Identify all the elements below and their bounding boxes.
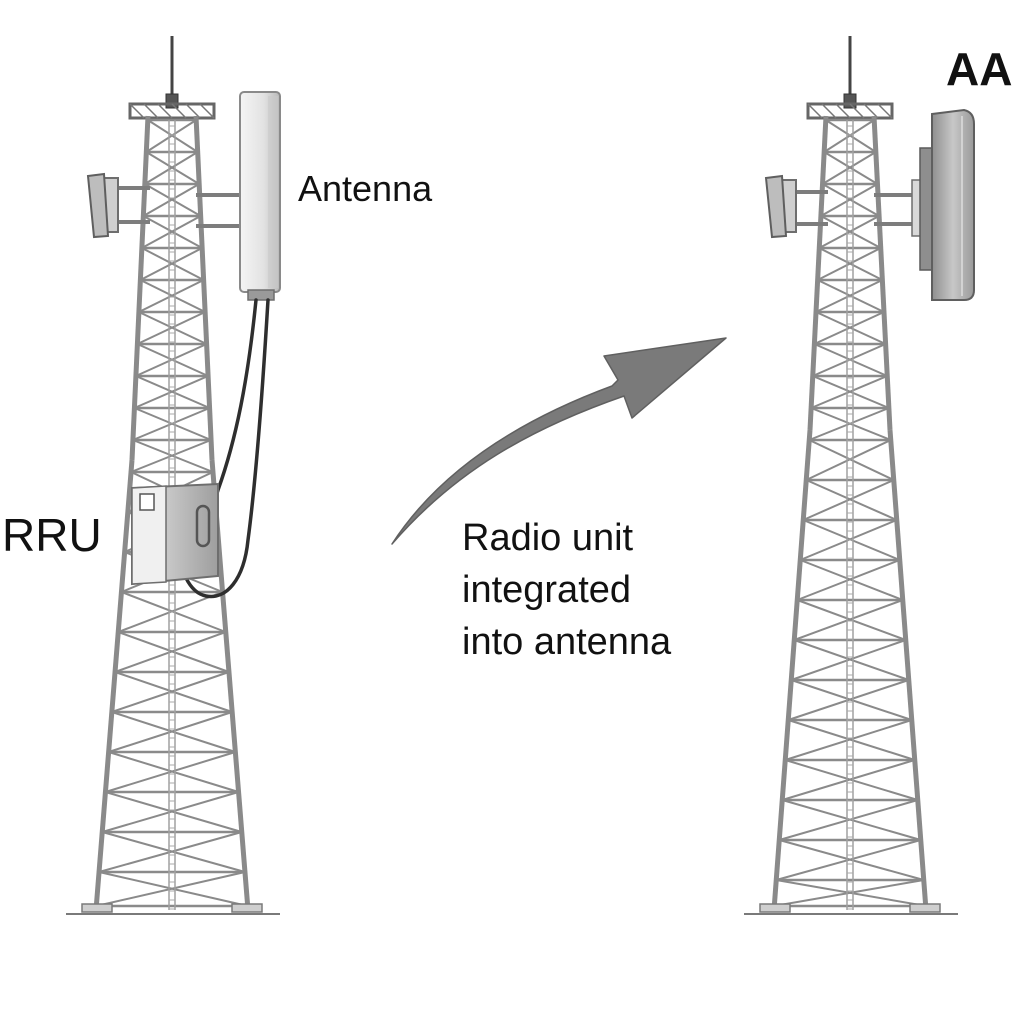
tower-leg	[93, 459, 135, 911]
tower-brace	[817, 247, 882, 281]
tower-brace	[96, 871, 246, 907]
caption-line-2: integrated	[462, 569, 632, 611]
antenna-label: Antenna	[298, 168, 433, 209]
tower-brace	[813, 311, 885, 345]
tower-brace	[98, 831, 243, 873]
platform-brace	[143, 103, 159, 119]
tower-brace	[818, 215, 880, 249]
platform-brace	[185, 103, 201, 119]
tower-brace	[775, 839, 922, 881]
tower-brace	[101, 791, 239, 833]
tower-brace	[796, 599, 907, 641]
platform-brace	[835, 103, 851, 119]
platform-brace	[199, 103, 215, 119]
tower-brace	[784, 719, 913, 761]
tower-foot	[81, 903, 113, 913]
tower-brace	[105, 751, 236, 793]
tower-brace	[820, 183, 878, 217]
tower-brace	[144, 151, 199, 185]
rru-label: RRU	[2, 509, 102, 561]
tower-brace	[139, 247, 203, 281]
tower-brace	[793, 599, 904, 641]
caption-line-3: into antenna	[462, 621, 672, 663]
platform-brace	[821, 103, 837, 119]
platform-brace	[157, 103, 173, 119]
caption-line-1: Radio unit	[462, 517, 634, 559]
platform-brace	[807, 103, 823, 119]
tower-brace	[108, 711, 233, 753]
tower-brace	[799, 559, 904, 601]
aa-label: AA	[946, 43, 1013, 95]
tower-brace	[815, 279, 883, 313]
platform-brace	[863, 103, 879, 119]
tower-brace	[823, 119, 875, 153]
tower-brace	[790, 639, 907, 681]
rru-box	[131, 482, 219, 586]
tower-brace	[808, 407, 890, 441]
mast-base	[165, 93, 179, 109]
tower-brace	[132, 407, 210, 441]
tower-brace	[141, 215, 202, 249]
tower-brace	[802, 479, 895, 521]
mast-base	[843, 93, 857, 109]
side-mount-left-tower	[86, 172, 240, 239]
tower-brace	[142, 183, 200, 217]
tower-foot	[231, 903, 263, 913]
tower-leg	[771, 429, 813, 911]
platform-brace	[129, 103, 145, 119]
active-antenna-unit	[911, 108, 975, 301]
antenna-panel	[239, 91, 281, 301]
platform-brace	[849, 103, 865, 119]
tower-foot	[759, 903, 791, 913]
tower-brace	[117, 631, 230, 673]
tower-brace	[778, 799, 919, 841]
caption-text: Radio unit integrated into antenna	[462, 512, 671, 668]
tower-brace	[808, 439, 895, 481]
platform-brace	[877, 103, 893, 119]
tower-brace	[781, 759, 916, 801]
tower-brace	[134, 375, 209, 409]
tower-brace	[145, 119, 197, 153]
tower-leg	[871, 115, 893, 431]
tower-leg	[129, 115, 151, 461]
tower-leg	[193, 115, 215, 461]
tower-leg	[887, 429, 929, 911]
tower-brace	[136, 311, 206, 345]
tower-brace	[805, 439, 892, 481]
tower-brace	[114, 671, 233, 713]
tower-foot	[909, 903, 941, 913]
tower-brace	[822, 151, 877, 185]
tower-right	[759, 36, 941, 913]
tower-brace	[810, 375, 888, 409]
tower-brace	[114, 631, 227, 673]
side-mount-right-tower	[764, 174, 914, 239]
tower-left	[81, 36, 263, 913]
platform-brace	[171, 103, 187, 119]
tower-brace	[796, 559, 901, 601]
tower-brace	[787, 679, 910, 721]
tower-brace	[130, 439, 212, 473]
curved-arrow-icon	[391, 337, 727, 545]
tower-brace	[805, 479, 898, 521]
tower-brace	[111, 671, 230, 713]
tower-brace	[774, 879, 924, 907]
tower-leg	[807, 115, 829, 431]
tower-brace	[138, 279, 205, 313]
